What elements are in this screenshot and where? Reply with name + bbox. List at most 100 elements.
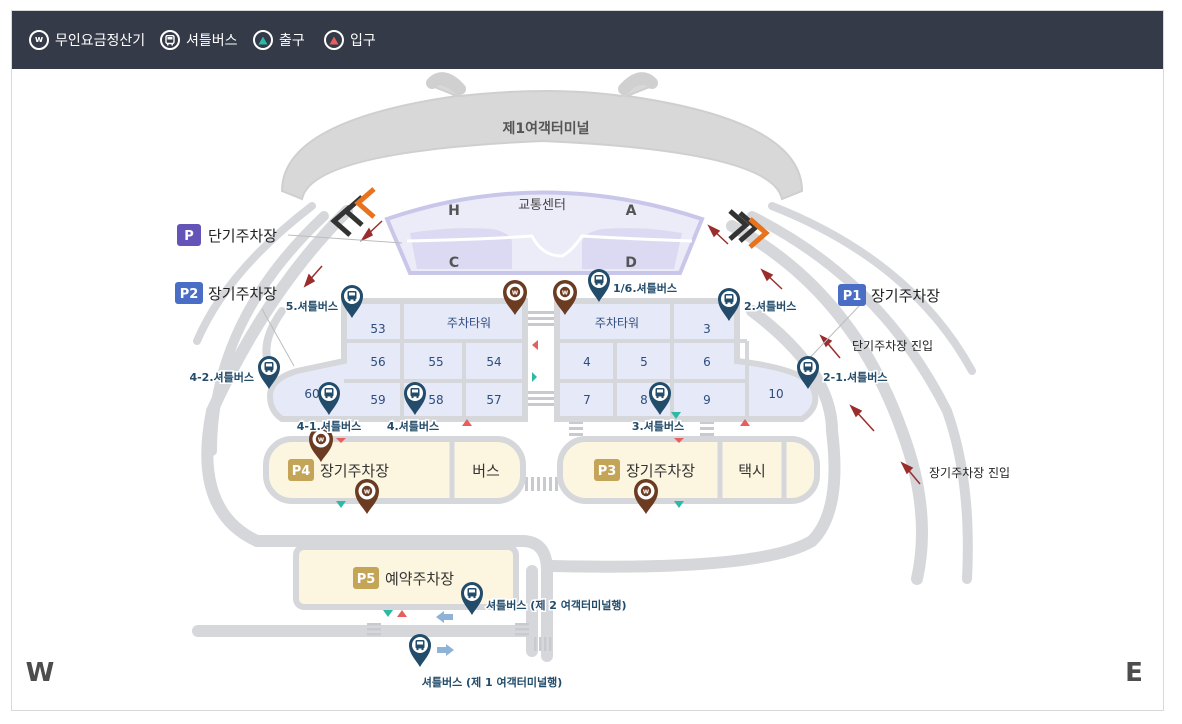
entrance-marker [397, 610, 407, 617]
map-canvas: w [26, 72, 1143, 691]
legend-shuttle-label: 셔틀버스 [186, 33, 238, 49]
long-term-entry-label: 장기주차장 진입 [929, 466, 1010, 480]
zone-h: H [448, 203, 460, 219]
shuttle-4-label: 4.셔틀버스 [387, 419, 439, 433]
shuttle-pin [409, 634, 431, 667]
legend-payment-label: 무인요금정산기 [55, 33, 146, 49]
p1-label: 장기주차장 [871, 287, 940, 305]
entrance-marker [462, 419, 472, 426]
p5-badge-text: P5 [357, 572, 376, 587]
p4-badge-text: P4 [292, 464, 311, 479]
entrance-markers [336, 340, 750, 617]
p3-badge-text: P3 [598, 464, 617, 479]
zone-5: 5 [640, 355, 648, 369]
zone-3: 3 [703, 322, 711, 336]
exit-marker [336, 501, 346, 508]
p1-badge [838, 284, 866, 306]
p-short-badge-text: P [184, 229, 194, 244]
p-short-label: 단기주차장 [208, 227, 277, 245]
p2-label: 장기주차장 [208, 285, 277, 303]
exit-marker [671, 412, 681, 419]
arrow-right-icon [437, 644, 454, 656]
shuttle-t1-label: 셔틀버스 (제 1 여객터미널행) [422, 675, 563, 689]
shuttle-4-2-label: 4-2.셔틀버스 [189, 370, 254, 384]
shuttle-pin [461, 582, 483, 615]
p5-label: 예약주차장 [385, 570, 454, 588]
zone-4: 4 [583, 355, 591, 369]
shuttle-t2-label: 셔틀버스 (제 2 여객터미널행) [486, 598, 627, 612]
lot-p2: P2 장기주차장 [175, 282, 295, 367]
shuttle-stops: 1/6.셔틀버스 2.셔틀버스 5.셔틀버스 4-2.셔틀버스 2-1.셔틀버스… [188, 269, 889, 691]
p1-badge-text: P1 [843, 289, 862, 304]
zone-a: A [626, 203, 637, 219]
shuttle-3-label: 3.셔틀버스 [632, 419, 684, 433]
transport-center-name: 교통센터 [518, 198, 566, 213]
zone-10: 10 [768, 387, 783, 401]
parking-block-right [554, 298, 819, 422]
p5-badge [353, 567, 379, 589]
zone-59: 59 [370, 393, 385, 407]
shuttle-1-6-label: 1/6.셔틀버스 [613, 281, 677, 295]
zone-53: 53 [370, 322, 385, 336]
entrance-marker [740, 419, 750, 426]
lot-p1: P1 장기주차장 [801, 284, 940, 367]
short-term-entry-label: 단기주차장 진입 [852, 339, 933, 353]
terminal-building: 제1여객터미널 [280, 72, 804, 201]
terminal-exit-chevron-left [330, 187, 376, 237]
exit-marker [383, 610, 393, 617]
tower-right-label: 주차타워 [595, 316, 639, 330]
crosswalks [367, 311, 714, 651]
terminal-exit-chevron-right [728, 209, 770, 249]
zone-d: D [625, 255, 637, 271]
zone-9: 9 [703, 393, 711, 407]
zone-54: 54 [486, 355, 501, 369]
p2-badge-text: P2 [180, 287, 199, 302]
zone-c: C [449, 255, 459, 271]
entrance-marker [532, 340, 538, 350]
zone-7: 7 [583, 393, 591, 407]
legend-exit-label: 출구 [279, 33, 305, 49]
map-legend: w 무인요금정산기 셔틀버스 출구 입구 [12, 11, 1163, 69]
payment-machine-icon: w [29, 30, 49, 50]
p-short-badge [177, 224, 201, 246]
road-network [192, 202, 976, 662]
shuttle-direction-arrows [436, 611, 454, 656]
zone-6: 6 [703, 355, 711, 369]
lot-p5: P5 예약주차장 [293, 544, 519, 610]
entrance-triangle-icon [324, 30, 344, 50]
shuttle-4-1-label: 4-1.셔틀버스 [297, 419, 362, 433]
payment-machine-pin [634, 479, 658, 514]
zone-60: 60 [304, 387, 319, 401]
legend-entrance: 입구 [324, 28, 376, 52]
direction-arrows [303, 220, 921, 485]
legend-exit: 출구 [253, 28, 305, 52]
tower-left-label: 주차타워 [447, 316, 491, 330]
exit-markers [336, 372, 684, 617]
zone-58: 58 [428, 393, 443, 407]
compass-west: W [26, 658, 55, 688]
lot-p3: P3 장기주차장 택시 [557, 436, 820, 504]
p3-taxi-area: 택시 [738, 462, 766, 480]
zone-55: 55 [428, 355, 443, 369]
exit-marker [674, 501, 684, 508]
shuttle-pin [588, 269, 610, 302]
zone-56: 56 [370, 355, 385, 369]
compass-east: E [1125, 658, 1143, 688]
parking-map-frame: w 무인요금정산기 셔틀버스 출구 입구 [11, 10, 1164, 711]
zone-57: 57 [486, 393, 501, 407]
exit-marker [532, 372, 537, 382]
p3-label: 장기주차장 [626, 462, 695, 480]
legend-entrance-label: 입구 [350, 33, 376, 49]
lot-p4: P4 장기주차장 버스 [263, 436, 526, 504]
terminal-name: 제1여객터미널 [502, 120, 589, 137]
transport-center: 교통센터 H A C D [384, 190, 705, 275]
payment-machine-pin [355, 479, 379, 514]
shuttle-2-label: 2.셔틀버스 [744, 299, 796, 313]
p4-bus-area: 버스 [472, 462, 500, 480]
p3-badge [594, 459, 620, 481]
entrance-marker [674, 438, 684, 443]
exit-triangle-icon [253, 30, 273, 50]
legend-shuttle: 셔틀버스 [160, 28, 238, 52]
entrance-marker [336, 438, 346, 443]
legend-payment: w 무인요금정산기 [29, 28, 145, 52]
